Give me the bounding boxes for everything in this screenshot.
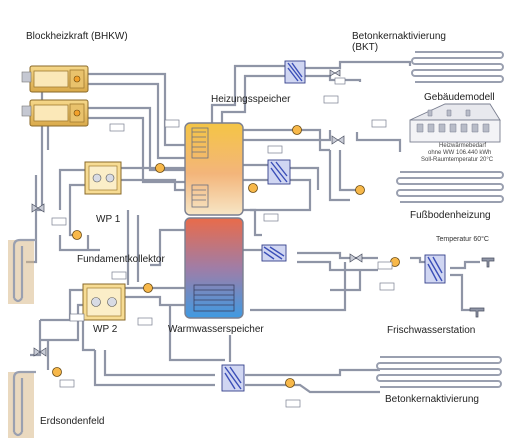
tap-icons bbox=[469, 257, 495, 318]
label-wp2: WP 2 bbox=[93, 324, 118, 335]
label-gebaeudemodell: Gebäudemodell bbox=[424, 92, 495, 103]
bhkw-unit-2 bbox=[21, 99, 89, 127]
heat-exchanger-ww bbox=[261, 244, 287, 262]
bhkw-unit-1 bbox=[21, 65, 89, 93]
valves bbox=[31, 69, 363, 357]
label-heizwaerme-3: Soll-Raumtemperatur 20°C bbox=[421, 157, 494, 163]
building-model bbox=[409, 103, 501, 143]
hot-water-storage-tank bbox=[184, 217, 244, 319]
heat-exchanger-frischwasser bbox=[424, 254, 446, 284]
label-frischwasserstation: Frischwasserstation bbox=[387, 325, 476, 336]
label-heizwaerme-1: Heizwärmebedarf bbox=[439, 143, 487, 149]
label-erdsondenfeld: Erdsondenfeld bbox=[40, 416, 105, 427]
label-bkt-bottom: Betonkernaktivierung bbox=[385, 394, 479, 405]
heating-storage-tank bbox=[184, 122, 244, 216]
bkt-coils-bottom bbox=[376, 356, 502, 388]
heat-pump-wp1 bbox=[84, 161, 122, 195]
label-heizwaerme-2: ohne WW 106.440 kWh bbox=[428, 150, 492, 156]
heat-exchanger-fbh bbox=[267, 159, 291, 185]
heat-exchanger-bkt-bottom bbox=[221, 364, 245, 392]
heat-pump-wp2 bbox=[82, 283, 126, 321]
floor-heating-coils bbox=[396, 171, 504, 203]
label-fundamentkollektor: Fundamentkollektor bbox=[77, 254, 165, 265]
sensor-boxes bbox=[51, 77, 395, 408]
label-heizungsspeicher: Heizungsspeicher bbox=[211, 94, 291, 105]
label-temperatur: Temperatur 60°C bbox=[436, 236, 489, 243]
label-bkt-top-line1: Betonkernaktivierung bbox=[352, 31, 446, 42]
heat-exchanger-bkt-top bbox=[284, 60, 306, 84]
pipe-network bbox=[26, 60, 480, 394]
label-fussbodenheizung: Fußbodenheizung bbox=[410, 210, 491, 221]
erdsondenfeld-probe bbox=[8, 370, 36, 438]
bkt-coils-top bbox=[411, 51, 504, 83]
fundamentkollektor-probe bbox=[8, 238, 36, 304]
label-bkt-top-line2: (BKT) bbox=[352, 42, 379, 53]
label-bhkw: Blockheizkraft (BHKW) bbox=[26, 31, 128, 42]
label-wp1: WP 1 bbox=[96, 214, 121, 225]
pumps bbox=[52, 125, 400, 388]
label-warmwasserspeicher: Warmwasserspeicher bbox=[168, 324, 264, 335]
